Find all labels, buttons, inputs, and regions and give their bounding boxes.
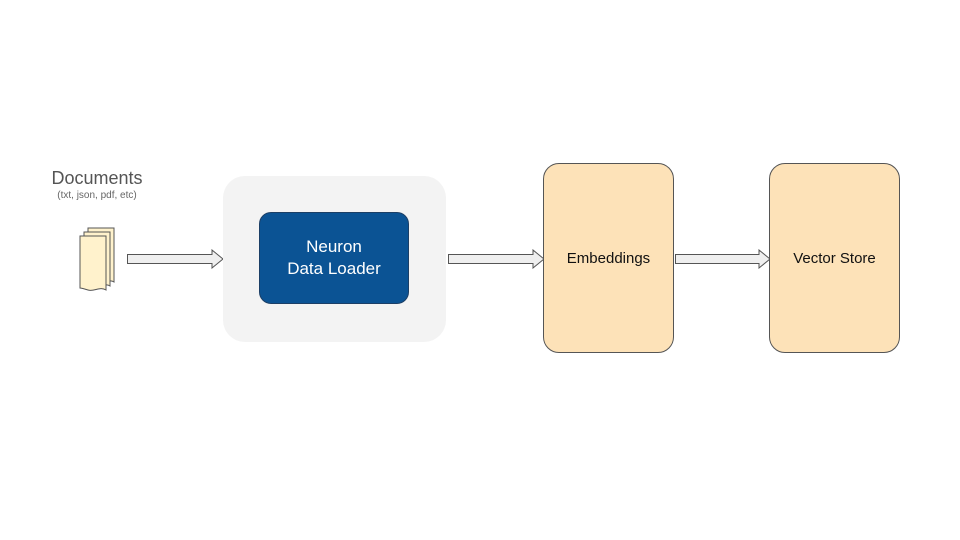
loader-label-line2: Data Loader: [287, 259, 381, 278]
vector-store-box: Vector Store: [769, 163, 900, 353]
loader-label-line1: Neuron: [306, 237, 362, 256]
documents-subtitle: (txt, json, pdf, etc): [57, 190, 137, 201]
arrow-documents-to-loader: [127, 249, 224, 269]
embeddings-box: Embeddings: [543, 163, 674, 353]
neuron-data-loader-box: Neuron Data Loader: [259, 212, 409, 304]
arrow-embeddings-to-vector-store: [675, 249, 771, 269]
arrow-loader-to-embeddings: [448, 249, 545, 269]
embeddings-label: Embeddings: [566, 249, 651, 267]
vector-store-label: Vector Store: [793, 249, 876, 267]
documents-stack-icon: [79, 227, 115, 291]
documents-title: Documents: [51, 168, 143, 188]
